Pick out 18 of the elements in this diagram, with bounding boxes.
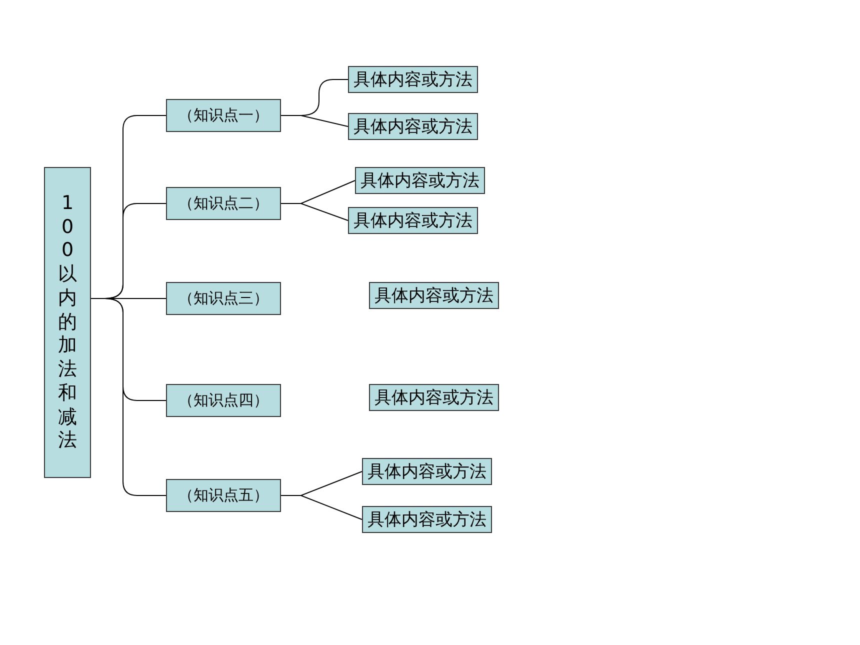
content-box: 具体内容或方法 <box>355 167 485 194</box>
content-box: 具体内容或方法 <box>362 506 492 533</box>
content-box: 具体内容或方法 <box>348 66 478 93</box>
content-box: 具体内容或方法 <box>369 384 499 411</box>
topic-box: 100以内的加法和减法 <box>44 167 91 478</box>
content-box: 具体内容或方法 <box>369 282 499 309</box>
content-box: 具体内容或方法 <box>348 207 478 234</box>
content-box: 具体内容或方法 <box>362 458 492 485</box>
knowledge-point-box: （知识点四） <box>166 384 281 417</box>
brace-connector <box>280 203 348 221</box>
content-box: 具体内容或方法 <box>348 113 478 140</box>
knowledge-point-box: （知识点一） <box>166 99 281 132</box>
brace-connector <box>280 115 348 127</box>
brace-connector <box>90 298 166 496</box>
brace-connector <box>280 495 362 520</box>
knowledge-point-box: （知识点五） <box>166 479 281 512</box>
knowledge-point-box: （知识点二） <box>166 187 281 220</box>
knowledge-point-box: （知识点三） <box>166 282 281 315</box>
